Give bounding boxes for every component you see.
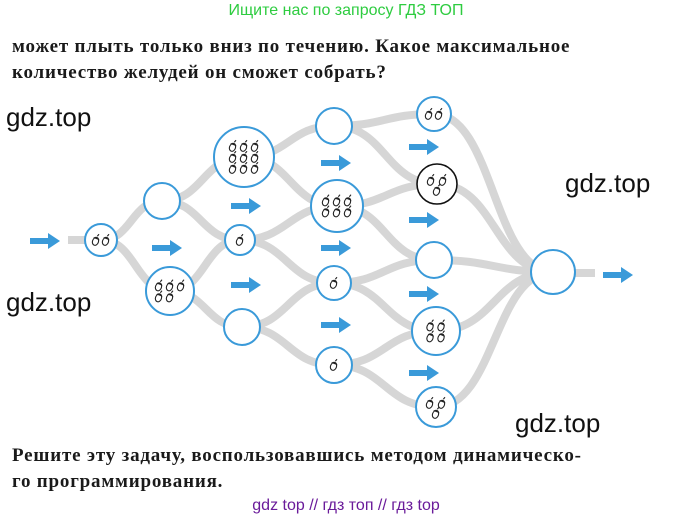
acorn-icon: [250, 161, 259, 174]
river-node: [316, 265, 352, 301]
highlighted-node-circle: [416, 163, 458, 205]
flow-arrow-icon: [321, 317, 351, 333]
acorn-icon: [437, 319, 446, 332]
acorn-icon: [239, 139, 248, 152]
river-node: [84, 223, 118, 257]
watermark: gdz.top: [6, 287, 92, 317]
node-circle: [84, 223, 118, 257]
node-circle: [411, 306, 461, 356]
river-node: [223, 308, 261, 346]
problem-text: может плыть только вниз по течению. Како…: [12, 34, 684, 86]
acorn-icon: [154, 290, 163, 303]
acorn-icon: [165, 279, 174, 292]
acorn-icon: [321, 194, 330, 207]
flow-arrow-icon: [30, 233, 60, 249]
river-node: [315, 107, 353, 145]
river-node: [143, 182, 181, 220]
river-node: [416, 163, 458, 205]
node-circle: [416, 96, 452, 132]
flow-arrow-icon: [321, 155, 351, 171]
acorn-icon: [239, 161, 248, 174]
acorn-icon: [329, 276, 338, 289]
acorn-icon: [425, 396, 434, 409]
acorn-icon: [434, 107, 443, 120]
acorn-icon: [91, 233, 100, 246]
flow-arrow-icon: [409, 286, 439, 302]
flow-arrow-icon: [321, 240, 351, 256]
acorn-icon: [332, 205, 341, 218]
flow-arrow-icon: [231, 198, 261, 214]
node-circle: [530, 249, 576, 295]
river-node: [213, 126, 275, 188]
river-node: [145, 266, 195, 316]
node-circle: [223, 308, 261, 346]
watermark: gdz.top: [565, 168, 651, 198]
acorn-icon: [438, 173, 447, 186]
node-circle: [415, 386, 457, 428]
acorn-icon: [343, 194, 352, 207]
acorn-icon: [343, 205, 352, 218]
acorn-icon: [250, 139, 259, 152]
acorn-icon: [228, 161, 237, 174]
acorn-icon: [228, 150, 237, 163]
acorn-icon: [332, 194, 341, 207]
task-line-2: го программирования.: [12, 471, 224, 492]
acorn-icon: [321, 205, 330, 218]
search-banner: Ищите нас по запросу ГДЗ ТОП: [228, 2, 464, 19]
watermark: gdz.top: [515, 408, 601, 438]
node-circle: [143, 182, 181, 220]
flow-arrow-icon: [231, 277, 261, 293]
acorn-icon: [431, 406, 440, 419]
acorn-icon: [426, 330, 435, 343]
acorn-icon: [426, 173, 435, 186]
river-node: [416, 96, 452, 132]
flow-arrows: [30, 139, 633, 381]
river-node: [411, 306, 461, 356]
river-node: [224, 224, 256, 256]
problem-line-1: может плыть только вниз по течению. Како…: [12, 36, 571, 57]
acorn-icon: [239, 150, 248, 163]
flow-arrow-icon: [409, 212, 439, 228]
flow-arrow-icon: [603, 267, 633, 283]
acorn-icon: [250, 150, 259, 163]
acorn-icon: [426, 319, 435, 332]
acorn-icon: [329, 358, 338, 371]
acorn-icon: [154, 279, 163, 292]
acorn-icon: [176, 279, 185, 292]
river-nodes: [84, 96, 576, 428]
acorn-icon: [165, 290, 174, 303]
acorn-icon: [432, 183, 441, 196]
river-node: [315, 346, 353, 384]
footer-watermark: gdz top // гдз топ // гдз top: [252, 497, 440, 514]
node-circle: [415, 241, 453, 279]
acorn-icon: [424, 107, 433, 120]
flow-arrow-icon: [409, 139, 439, 155]
acorn-icon: [101, 233, 110, 246]
acorn-icon: [235, 233, 244, 246]
problem-line-2: количество желудей он сможет собрать?: [12, 62, 387, 83]
river-node: [415, 386, 457, 428]
acorn-icon: [228, 139, 237, 152]
acorn-icon: [437, 396, 446, 409]
river-node: [415, 241, 453, 279]
river-node: [310, 179, 364, 233]
watermark: gdz.top: [6, 102, 92, 132]
flow-arrow-icon: [409, 365, 439, 381]
node-circle: [315, 107, 353, 145]
task-text: Решите эту задачу, воспользовавшись мето…: [12, 443, 684, 495]
flow-arrow-icon: [152, 240, 182, 256]
acorn-icon: [437, 330, 446, 343]
river-node: [530, 249, 576, 295]
task-line-1: Решите эту задачу, воспользовавшись мето…: [12, 445, 582, 466]
